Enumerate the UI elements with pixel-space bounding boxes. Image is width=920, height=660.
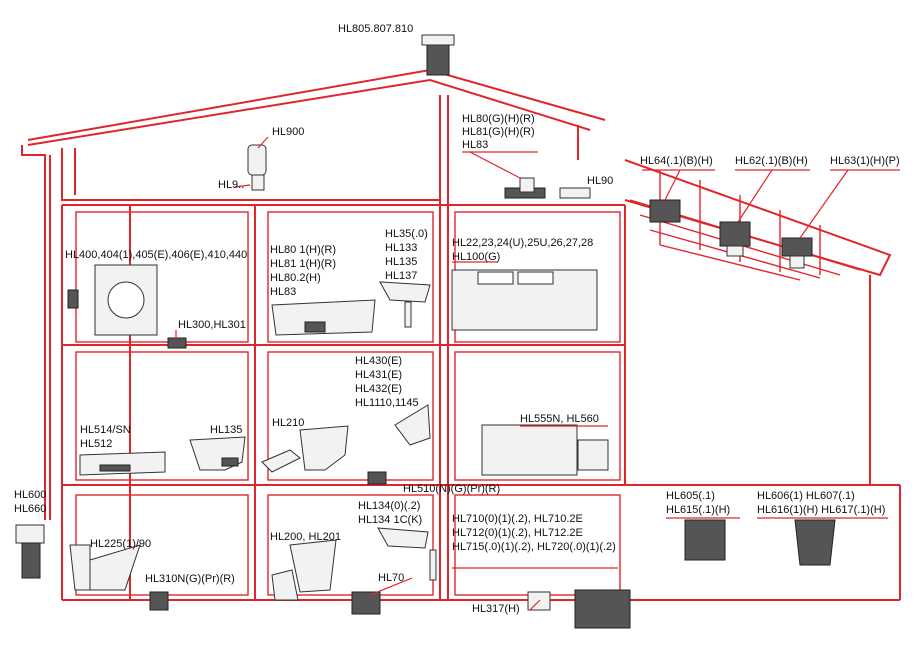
label-hl200: HL200, HL201 [270, 531, 341, 543]
kitchen-sink-icon [451, 269, 598, 331]
label-basin-upper-2: HL133 [385, 242, 417, 254]
floor-drain-hl300-icon [167, 337, 187, 349]
washbasin-upper-icon [379, 281, 431, 328]
label-hl710-1: HL710(0)(1)(.2), HL710.2E [452, 513, 583, 525]
label-hl225: HL225(1)/90 [90, 538, 151, 550]
label-roof-1: HL64(.1)(B)(H) [640, 155, 713, 167]
label-basin-upper-3: HL135 [385, 256, 417, 268]
label-attic-right-2: HL81(G)(H)(R) [462, 126, 535, 138]
label-bath-upper-4: HL83 [270, 286, 296, 298]
chimney-vent-icon [421, 34, 455, 76]
yard-gully-1-icon [684, 519, 726, 561]
label-roof-2: HL62(.1)(B)(H) [735, 155, 808, 167]
air-admittance-valve-icon [247, 144, 267, 191]
floor-drain-hl310-icon [149, 591, 169, 611]
label-urinal-1: HL430(E) [355, 355, 402, 367]
backflow-hl70-icon [351, 591, 381, 615]
label-basin-upper-4: HL137 [385, 270, 417, 282]
label-bathtub: HL555N, HL560 [520, 413, 599, 425]
roof-outlet-1-icon [649, 199, 681, 223]
label-kitchen-1: HL22,23,24(U),25U,26,27,28 [452, 237, 593, 249]
label-hl210: HL210 [272, 417, 304, 429]
label-bath-upper-3: HL80.2(H) [270, 272, 321, 284]
attic-pipe-fittings-icon [504, 177, 591, 199]
backwater-valve-icon [574, 589, 631, 629]
roof-outlet-2-icon [719, 221, 751, 257]
label-kitchen-2: HL100(G) [452, 251, 500, 263]
label-shower-2: HL512 [80, 438, 112, 450]
bathtub-lower-icon [481, 424, 609, 476]
label-attic-vent2: HL9.. [218, 179, 244, 191]
label-hl300: HL300,HL301 [178, 319, 246, 331]
washbasin-lower-icon [377, 527, 437, 581]
leader-lines [175, 136, 900, 611]
label-roof-3: HL63(1)(H)(P) [830, 155, 900, 167]
label-hl90: HL90 [587, 175, 613, 187]
label-bath-upper-2: HL81 1(H)(R) [270, 258, 336, 270]
floor-drain-hl510-icon [367, 471, 387, 485]
label-chimney: HL805.807.810 [338, 23, 413, 35]
washing-machine-icon [67, 264, 158, 336]
label-hl600-2: HL660 [14, 503, 46, 515]
label-hl70: HL70 [378, 572, 404, 584]
label-attic-vent: HL900 [272, 126, 304, 138]
label-gully2-1: HL606(1) HL607(.1) [757, 490, 855, 502]
wc-hl200-icon [271, 539, 337, 601]
label-basin-lower-2: HL134 1C(K) [358, 514, 422, 526]
label-bath-upper-1: HL80 1(H)(R) [270, 244, 336, 256]
label-hl710-2: HL712(0)(1)(.2), HL712.2E [452, 527, 583, 539]
label-basin-upper-1: HL35(.0) [385, 228, 428, 240]
wc-connector-hl210-icon [261, 425, 349, 473]
bathtub-upper-icon [271, 299, 376, 336]
label-gully1-1: HL605(.1) [666, 490, 715, 502]
label-gully1-2: HL615(.1)(H) [666, 504, 730, 516]
label-hl710-3: HL715(.0)(1)(.2), HL720(.0)(1)(.2) [452, 541, 616, 553]
label-urinal-2: HL431(E) [355, 369, 402, 381]
label-shower-1: HL514/SN [80, 424, 131, 436]
yard-gully-2-icon [794, 519, 836, 566]
label-urinal-3: HL432(E) [355, 383, 402, 395]
label-attic-right-3: HL83 [462, 139, 488, 151]
label-hl510: HL510(N)(G)(Pr)(R) [403, 483, 500, 495]
label-hl135: HL135 [210, 424, 242, 436]
urinal-icon [394, 404, 431, 446]
toilet-hl135-icon [189, 436, 246, 471]
cellar-drain-hl600-icon [15, 524, 45, 579]
label-hl310: HL310N(G)(Pr)(R) [145, 573, 235, 585]
label-gully2-2: HL616(1)(H) HL617(.1)(H) [757, 504, 885, 516]
roof-outlet-3-icon [781, 237, 813, 269]
label-hl317: HL317(H) [472, 603, 520, 615]
label-attic-right-1: HL80(G)(H)(R) [462, 113, 535, 125]
house-outline [21, 68, 901, 601]
label-basin-lower-1: HL134(0)(.2) [358, 500, 420, 512]
labels: HL805.807.810 HL900 HL9.. HL80(G)(H)(R) … [14, 23, 900, 615]
trap-hl225-icon [69, 544, 141, 591]
label-hl600-1: HL600 [14, 489, 46, 501]
label-urinal-4: HL1110,1145 [355, 397, 419, 409]
shower-tray-icon [79, 451, 166, 476]
label-washer: HL400,404(1),405(E),406(E),410,440 [65, 249, 247, 261]
